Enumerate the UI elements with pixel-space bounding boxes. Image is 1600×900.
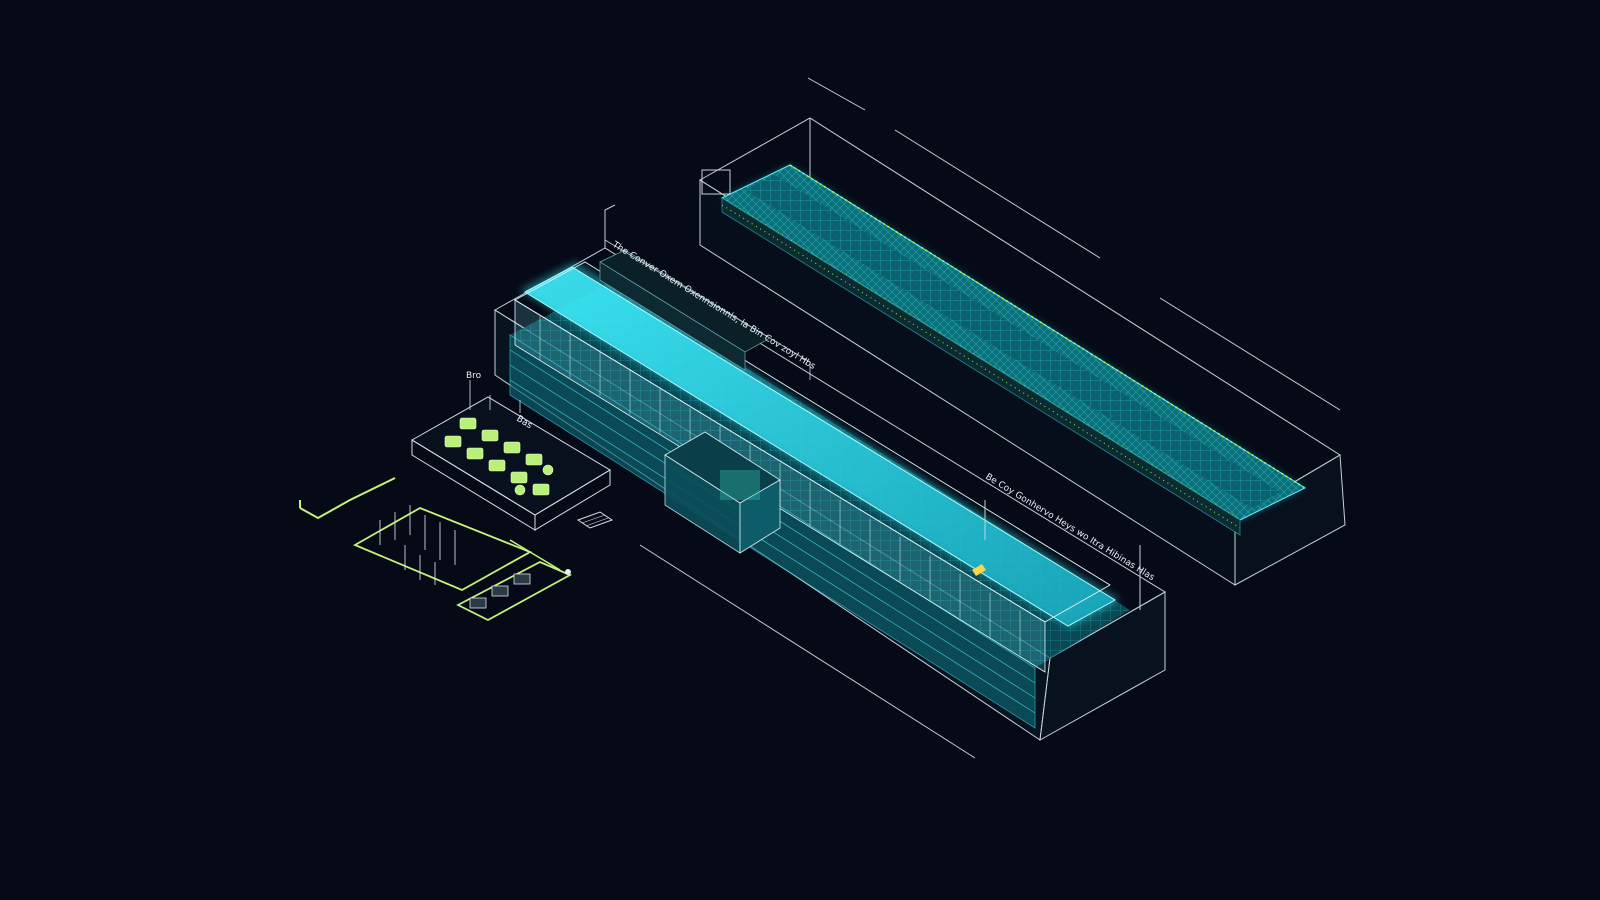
cooling-units [444,417,554,496]
main-building-side [1039,591,1166,741]
yard-equipment [379,505,456,585]
transformers [469,573,531,609]
utility-pad [411,380,614,531]
rear-building-deck-spine [745,175,1280,508]
yard-transformer-pad [456,561,573,622]
main-building [494,204,1166,759]
rear-corner-module [701,169,731,195]
yard-pipe [299,477,396,520]
rear-building-side [1234,454,1346,586]
annotation-bro: Bro [466,371,482,381]
main-conduit [523,266,1116,627]
equipment-yard [299,477,573,622]
yard-boundary [352,507,533,591]
scaffold-ribs [539,316,1021,655]
rear-building [699,77,1346,586]
central-module [664,431,781,554]
